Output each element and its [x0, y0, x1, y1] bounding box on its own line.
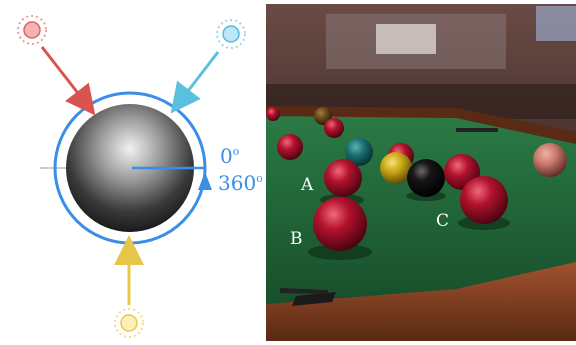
- billiards-photo: A B C: [266, 4, 576, 341]
- room-screen: [536, 6, 576, 41]
- lighting-diagram-svg: 0o 360o: [17, 15, 263, 338]
- ball-c: [460, 176, 508, 224]
- cue-stick: [280, 288, 328, 294]
- ball-yellow: [380, 152, 412, 184]
- label-a: A: [300, 175, 314, 195]
- ball-b: [313, 197, 367, 251]
- ball-teal: [345, 138, 373, 166]
- angle-label-zero: 0o: [220, 144, 240, 168]
- table-marker: [456, 128, 498, 132]
- label-c: C: [436, 211, 449, 231]
- ball-red-left: [277, 134, 303, 160]
- red-light-arrow: [40, 46, 96, 116]
- yellow-light-icon: [114, 308, 144, 338]
- table-back-rail: [266, 106, 576, 144]
- ball-pink: [533, 143, 567, 177]
- blue-light-icon: [216, 19, 246, 49]
- angle-label-360: 360o: [218, 171, 262, 195]
- table-front-rail: [266, 262, 576, 341]
- blue-light-arrow: [170, 51, 220, 114]
- ball-red-back: [324, 118, 344, 138]
- ball-a: [324, 159, 362, 197]
- room-light-window: [376, 24, 436, 54]
- shaded-sphere: [66, 104, 194, 232]
- label-b: B: [290, 229, 303, 249]
- ball-black: [407, 159, 445, 197]
- red-light-icon: [17, 15, 47, 45]
- ring-direction-arrow: [198, 172, 212, 190]
- table-pocket: [292, 292, 336, 306]
- billiards-photo-svg: A B C: [266, 4, 576, 341]
- lighting-diagram: 0o 360o: [0, 0, 263, 341]
- ball-red-far-left: [266, 107, 280, 121]
